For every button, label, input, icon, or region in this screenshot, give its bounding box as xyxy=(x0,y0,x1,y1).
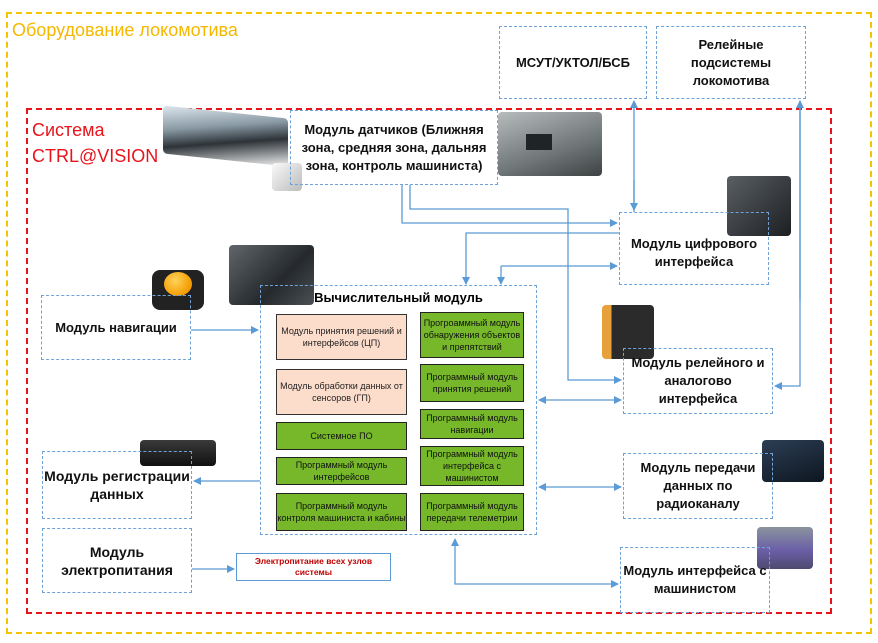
software-driver-control-block[interactable]: Программный модуль контроля машиниста и … xyxy=(276,493,407,531)
msut-module[interactable]: МСУТ/УКТОЛ/БСБ xyxy=(499,26,647,99)
radio-label: Модуль передачи данных по радиоканалу xyxy=(640,460,756,511)
compute-module-title: Вычислительный модуль xyxy=(314,290,483,305)
power-label: Модуль электропитания xyxy=(61,543,173,578)
driver-display-image xyxy=(757,527,813,569)
software-object-detection-block[interactable]: Прогроаммный модуль обнаружения объектов… xyxy=(420,312,524,358)
software-telemetry-block[interactable]: Программный модуль передачи телеметрии xyxy=(420,493,524,531)
data-logging-label: Модуль регистрации данных xyxy=(44,468,190,502)
sensor-module-label: Модуль датчиков (Ближняя зона, средняя з… xyxy=(301,121,487,173)
software-driver-interface-block[interactable]: Программный модуль интерфейса с машинист… xyxy=(420,446,524,486)
relay-subsystems-module[interactable]: Релейные подсистемы локомотива xyxy=(656,26,806,99)
digital-interface-label: Модуль цифрового интерфейса xyxy=(630,235,758,269)
stereo-camera-image xyxy=(498,112,602,176)
msut-label: МСУТ/УКТОЛ/БСБ xyxy=(515,54,631,70)
locomotive-equipment-title: Оборудование локомотива xyxy=(12,20,238,40)
driver-interface-module[interactable]: Модуль интерфейса с машинистом xyxy=(620,547,770,613)
camera-image xyxy=(272,163,302,191)
power-module[interactable]: Модуль электропитания xyxy=(42,528,192,593)
hardware-cpu-block[interactable]: Модуль принятия решений и интерфейсов (Ц… xyxy=(276,314,407,360)
software-navigation-block[interactable]: Программный модуль навигации xyxy=(420,409,524,439)
ctrl-vision-system-boundary xyxy=(26,108,832,614)
relay-analog-label: Модуль релейного и аналогово интерфейса xyxy=(631,355,765,406)
software-decision-block[interactable]: Программный модуль принятия решений xyxy=(420,364,524,402)
relay-subsystems-label: Релейные подсистемы локомотива xyxy=(690,36,772,88)
system-title-line1: Система xyxy=(32,120,105,140)
locomotive-equipment-boundary xyxy=(6,12,872,634)
trackball-image xyxy=(152,270,204,310)
power-distribution-note: Электропитание всех узлов системы xyxy=(236,553,391,581)
driver-interface-label: Модуль интерфейса с машинистом xyxy=(623,563,767,596)
compute-module[interactable] xyxy=(260,285,537,535)
navigation-label: Модуль навигации xyxy=(55,319,177,335)
relay-analog-module[interactable]: Модуль релейного и аналогово интерфейса xyxy=(623,348,773,414)
data-logging-module[interactable]: Модуль регистрации данных xyxy=(42,451,192,519)
system-title: Система CTRL@VISION xyxy=(32,117,158,169)
software-interfaces-block[interactable]: Программный модуль интерфейсов xyxy=(276,457,407,485)
navigation-module[interactable]: Модуль навигации xyxy=(41,295,191,360)
data-recorder-image xyxy=(140,440,216,466)
radio-module[interactable]: Модуль передачи данных по радиоканалу xyxy=(623,453,773,519)
compute-module-image xyxy=(229,245,314,305)
hardware-gpu-block[interactable]: Модуль обработки данных от сенсоров (ГП) xyxy=(276,369,407,415)
sensor-module[interactable]: Модуль датчиков (Ближняя зона, средняя з… xyxy=(290,110,498,185)
system-title-line2: CTRL@VISION xyxy=(32,146,159,166)
software-system-block[interactable]: Системное ПО xyxy=(276,422,407,450)
digital-interface-module[interactable]: Модуль цифрового интерфейса xyxy=(619,212,769,285)
